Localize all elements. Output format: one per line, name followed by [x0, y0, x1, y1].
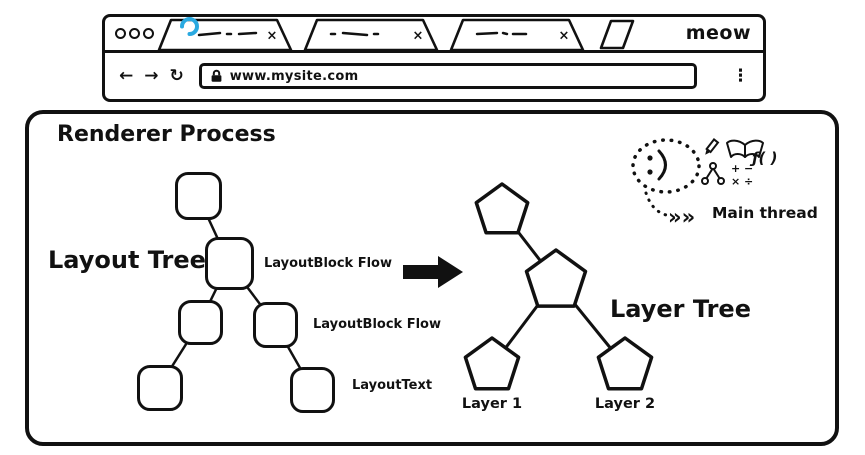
new-tab-button[interactable] — [599, 19, 635, 50]
layout-node-child-left — [178, 300, 223, 345]
browser-title: meow — [685, 22, 751, 44]
layout-node-block-2 — [253, 302, 298, 348]
tab-spinner-icon — [180, 17, 199, 36]
back-button[interactable]: ← — [119, 65, 134, 86]
address-bar-row: ← → ↻ www.mysite.com ⋮ — [105, 53, 763, 99]
window-control-dot-3[interactable] — [143, 28, 154, 39]
tab-close-icon[interactable]: × — [559, 29, 570, 44]
tabs-graphic: × × × — [157, 17, 635, 51]
tab-title-scribble — [475, 31, 528, 36]
layer-tree-label: Layer Tree — [610, 295, 751, 323]
tab-close-icon[interactable]: × — [267, 29, 278, 44]
lock-icon — [211, 69, 222, 82]
overflow-menu-icon[interactable]: ⋮ — [732, 66, 749, 86]
tab-title-scribble — [197, 31, 258, 37]
layout-node-text — [290, 367, 335, 413]
layout-node-annotation: LayoutBlock Flow — [313, 317, 441, 332]
layout-node-leaf-left — [137, 365, 183, 411]
tab-3[interactable]: × — [449, 18, 585, 51]
forward-button[interactable]: → — [144, 65, 159, 86]
reload-button[interactable]: ↻ — [169, 65, 184, 86]
window-control-dot-2[interactable] — [129, 28, 140, 39]
tab-1[interactable]: × — [157, 17, 293, 51]
window-control-dot-1[interactable] — [115, 28, 126, 39]
url-text: www.mysite.com — [229, 68, 359, 84]
layout-node-root — [175, 172, 222, 220]
main-thread-label: Main thread — [712, 204, 818, 222]
browser-window: × × × meow ← → — [102, 14, 766, 102]
layer-1-label: Layer 1 — [461, 396, 523, 412]
tab-strip: × × × meow — [105, 17, 763, 53]
layout-node-annotation: LayoutText — [352, 378, 433, 393]
layout-node-annotation: LayoutBlock Flow — [264, 256, 392, 271]
window-controls — [115, 17, 154, 50]
tab-close-icon[interactable]: × — [413, 29, 424, 44]
tab-title-scribble — [329, 31, 380, 37]
layout-node-block-1 — [205, 237, 254, 290]
tab-2[interactable]: × — [303, 18, 439, 51]
layer-2-label: Layer 2 — [594, 396, 656, 412]
panel-title: Renderer Process — [57, 122, 276, 147]
address-field[interactable]: www.mysite.com — [198, 63, 697, 89]
layout-tree-label: Layout Tree — [48, 246, 206, 274]
